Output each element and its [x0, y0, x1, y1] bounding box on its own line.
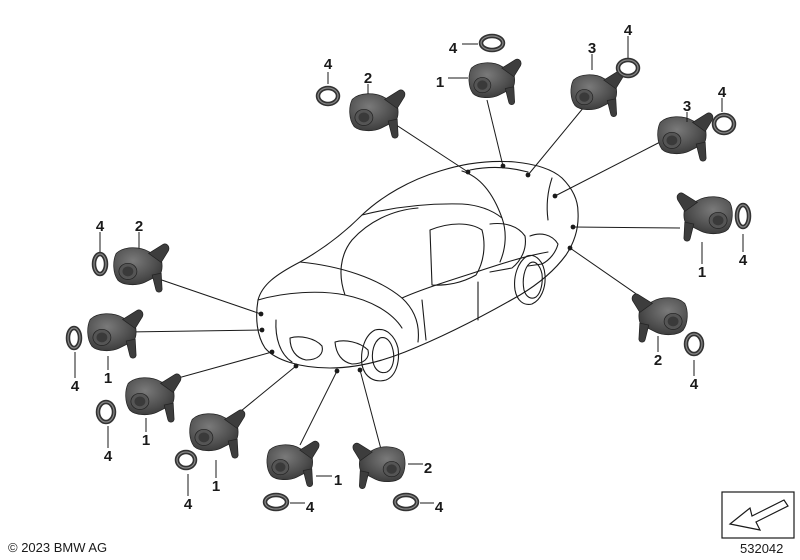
- parking-sensor: [349, 89, 406, 139]
- callout-number: 2: [364, 70, 372, 87]
- callout-number: 4: [449, 40, 458, 57]
- sealing-ring: [392, 492, 420, 512]
- callout-number: 4: [690, 376, 699, 393]
- callout-c22: 4: [290, 499, 315, 516]
- sensor-layer: [87, 58, 733, 489]
- ring-layer: [65, 33, 752, 512]
- parking-sensor: [468, 58, 522, 105]
- callout-c2: 2: [364, 70, 372, 94]
- callout-number: 3: [683, 98, 691, 115]
- attachment-points: [258, 163, 576, 374]
- callout-number: 1: [212, 478, 220, 495]
- callout-number: 4: [96, 218, 105, 235]
- callout-c9: 1: [698, 242, 706, 281]
- car-outline: [256, 160, 579, 382]
- parking-sensor: [570, 70, 624, 117]
- callout-c4: 1: [436, 74, 468, 91]
- sealing-ring: [734, 202, 752, 230]
- sealing-ring: [95, 399, 117, 425]
- callout-number: 4: [184, 496, 193, 513]
- sealing-ring: [478, 33, 506, 53]
- callout-c10: 4: [739, 234, 748, 269]
- callout-c20: 4: [184, 474, 193, 513]
- sealing-ring: [174, 449, 198, 471]
- parking-sensor: [631, 293, 688, 343]
- parking-sensor: [352, 442, 406, 489]
- callout-number: 2: [135, 218, 143, 235]
- callout-number: 1: [698, 264, 706, 281]
- callout-c12: 4: [690, 360, 699, 393]
- callout-c8: 4: [718, 84, 727, 112]
- parking-sensor: [676, 192, 733, 242]
- parking-sensor: [87, 309, 144, 359]
- callout-c17: 1: [142, 418, 150, 449]
- callout-number: 1: [436, 74, 444, 91]
- callout-number: 1: [334, 472, 342, 489]
- leader-lines: [125, 99, 681, 454]
- sealing-ring: [615, 57, 641, 79]
- diagram-number: 532042: [740, 541, 784, 556]
- callout-c3: 4: [449, 40, 478, 57]
- callout-c23: 2: [408, 460, 432, 477]
- callout-number: 2: [654, 352, 662, 369]
- callout-c7: 3: [683, 98, 691, 122]
- callout-number: 1: [104, 370, 112, 387]
- sealing-ring: [711, 112, 737, 136]
- callout-c5: 3: [588, 40, 596, 70]
- callout-c1: 4: [324, 56, 333, 84]
- callout-number: 4: [71, 378, 80, 395]
- callout-c11: 2: [654, 336, 662, 369]
- sealing-ring: [683, 331, 705, 357]
- parking-sensor: [657, 112, 714, 162]
- sealing-ring: [65, 325, 83, 351]
- parking-sensor: [113, 243, 170, 293]
- callout-number: 4: [306, 499, 315, 516]
- parking-sensor: [125, 373, 182, 423]
- callout-number: 4: [624, 22, 633, 39]
- callout-number: 4: [104, 448, 113, 465]
- callout-c19: 1: [212, 460, 220, 495]
- callout-c16: 1: [104, 356, 112, 387]
- callout-number: 1: [142, 432, 150, 449]
- callout-c18: 4: [104, 426, 113, 465]
- parking-sensor: [189, 409, 246, 459]
- callout-c14: 2: [135, 218, 143, 248]
- sealing-ring: [91, 251, 109, 277]
- callout-c15: 4: [71, 352, 80, 395]
- callout-number: 4: [324, 56, 333, 73]
- callout-c24: 4: [420, 499, 444, 516]
- callout-c6: 4: [624, 22, 633, 58]
- callout-c21: 1: [316, 472, 342, 489]
- direction-icon: [721, 491, 795, 539]
- sealing-ring: [262, 492, 290, 512]
- callout-number: 2: [424, 460, 432, 477]
- sealing-ring: [315, 85, 341, 107]
- callout-number: 4: [739, 252, 748, 269]
- callout-number: 3: [588, 40, 596, 57]
- callout-number: 4: [435, 499, 444, 516]
- callout-number: 4: [718, 84, 727, 101]
- parking-sensor: [266, 440, 320, 487]
- copyright-text: © 2023 BMW AG: [8, 540, 108, 555]
- callout-c13: 4: [96, 218, 105, 252]
